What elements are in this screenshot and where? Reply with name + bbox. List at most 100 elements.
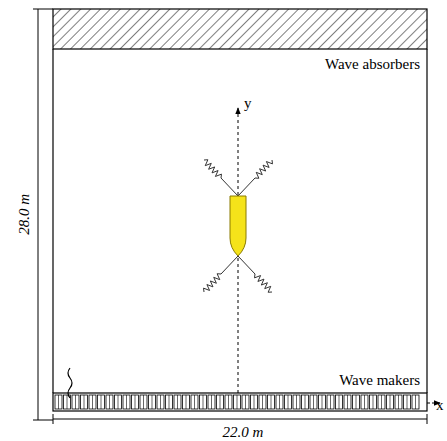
paddle-stroke	[203, 395, 204, 409]
paddle-stroke	[186, 395, 187, 409]
axis-label: x	[436, 397, 444, 414]
paddle-stroke	[58, 395, 59, 409]
paddle-stroke	[67, 395, 68, 409]
mooring-line	[238, 160, 272, 196]
paddle-stroke	[390, 395, 391, 409]
paddle-stroke	[126, 395, 127, 409]
paddle-stroke	[330, 395, 331, 409]
paddle-stroke	[356, 395, 357, 409]
paddle-stroke	[296, 395, 297, 409]
paddle-stroke	[152, 395, 153, 409]
absorber-band	[53, 9, 427, 49]
paddle-stroke	[84, 395, 85, 409]
paddle-stroke	[169, 395, 170, 409]
basin-wall	[52, 49, 53, 393]
paddle-stroke	[101, 395, 102, 409]
wave-maker-paddle	[378, 395, 385, 409]
wave-maker-paddle	[285, 395, 292, 409]
paddle-stroke	[245, 395, 246, 409]
wave-maker-paddle	[361, 395, 368, 409]
mooring-lines	[204, 160, 273, 293]
region-label: Wave absorbers	[325, 56, 420, 73]
wave-maker-paddle	[72, 395, 79, 409]
wave-maker-paddle	[98, 395, 105, 409]
paddle-stroke	[254, 395, 255, 409]
paddle-stroke	[279, 395, 280, 409]
dimension-lines	[33, 9, 427, 424]
wave-maker-paddle	[191, 395, 198, 409]
basin-wall	[426, 49, 427, 393]
paddle-stroke	[364, 395, 365, 409]
wave-maker-paddle	[412, 395, 419, 409]
mooring-line	[204, 256, 238, 292]
wave-maker-paddle	[183, 395, 190, 409]
wave-maker-paddle	[404, 395, 411, 409]
wave-maker-paddle	[310, 395, 317, 409]
axis-label: y	[244, 95, 252, 112]
wave-maker-paddle	[132, 395, 139, 409]
wave-gauge	[68, 368, 72, 398]
paddle-stroke	[322, 395, 323, 409]
paddle-stroke	[381, 395, 382, 409]
paddle-stroke	[305, 395, 306, 409]
paddle-stroke	[347, 395, 348, 409]
wave-maker-paddle	[200, 395, 207, 409]
paddle-stroke	[407, 395, 408, 409]
region-label: Wave makers	[339, 372, 420, 389]
paddle-stroke	[415, 395, 416, 409]
wave-maker-paddle	[225, 395, 232, 409]
wave-maker-paddle	[157, 395, 164, 409]
wave-maker-paddle	[149, 395, 156, 409]
wave-maker-paddle	[242, 395, 249, 409]
wave-maker-paddle	[123, 395, 130, 409]
paddle-stroke	[160, 395, 161, 409]
wave-maker-paddle	[140, 395, 147, 409]
paddle-stroke	[313, 395, 314, 409]
wave-maker-paddle	[302, 395, 309, 409]
wave-maker-paddle	[293, 395, 300, 409]
paddle-stroke	[143, 395, 144, 409]
paddle-stroke	[177, 395, 178, 409]
paddle-stroke	[135, 395, 136, 409]
wave-maker-paddle	[387, 395, 394, 409]
wave-maker-paddle	[276, 395, 283, 409]
wave-maker-paddle	[81, 395, 88, 409]
paddle-stroke	[339, 395, 340, 409]
paddle-stroke	[109, 395, 110, 409]
wave-maker-paddle	[217, 395, 224, 409]
mooring-line	[204, 160, 238, 196]
wave-maker-paddle	[115, 395, 122, 409]
wave-maker-bar	[53, 393, 427, 411]
paddle-stroke	[373, 395, 374, 409]
dimension-label: 22.0 m	[220, 424, 267, 441]
wave-maker-paddle	[106, 395, 113, 409]
dimension-label: 28.0 m	[16, 192, 33, 237]
paddle-stroke	[118, 395, 119, 409]
paddle-stroke	[220, 395, 221, 409]
wave-maker-paddle	[89, 395, 96, 409]
wave-maker-paddle	[166, 395, 173, 409]
paddle-stroke	[75, 395, 76, 409]
wave-maker-paddle	[319, 395, 326, 409]
wave-maker-paddle	[327, 395, 334, 409]
paddle-stroke	[237, 395, 238, 409]
wave-maker-paddle	[251, 395, 258, 409]
wave-maker-paddle	[55, 395, 62, 409]
paddle-stroke	[262, 395, 263, 409]
wave-maker-paddle	[336, 395, 343, 409]
paddle-stroke	[398, 395, 399, 409]
paddle-stroke	[228, 395, 229, 409]
wave-maker-paddle	[208, 395, 215, 409]
wave-maker-paddle	[268, 395, 275, 409]
wave-maker-paddle	[370, 395, 377, 409]
wave-maker-paddle	[395, 395, 402, 409]
paddle-stroke	[271, 395, 272, 409]
mooring-line	[238, 256, 272, 292]
paddle-stroke	[211, 395, 212, 409]
wave-maker-paddle	[234, 395, 241, 409]
wave-maker-paddle	[259, 395, 266, 409]
wave-maker-paddle	[344, 395, 351, 409]
ship-hull	[230, 196, 246, 256]
paddle-stroke	[92, 395, 93, 409]
wave-maker-paddle	[174, 395, 181, 409]
